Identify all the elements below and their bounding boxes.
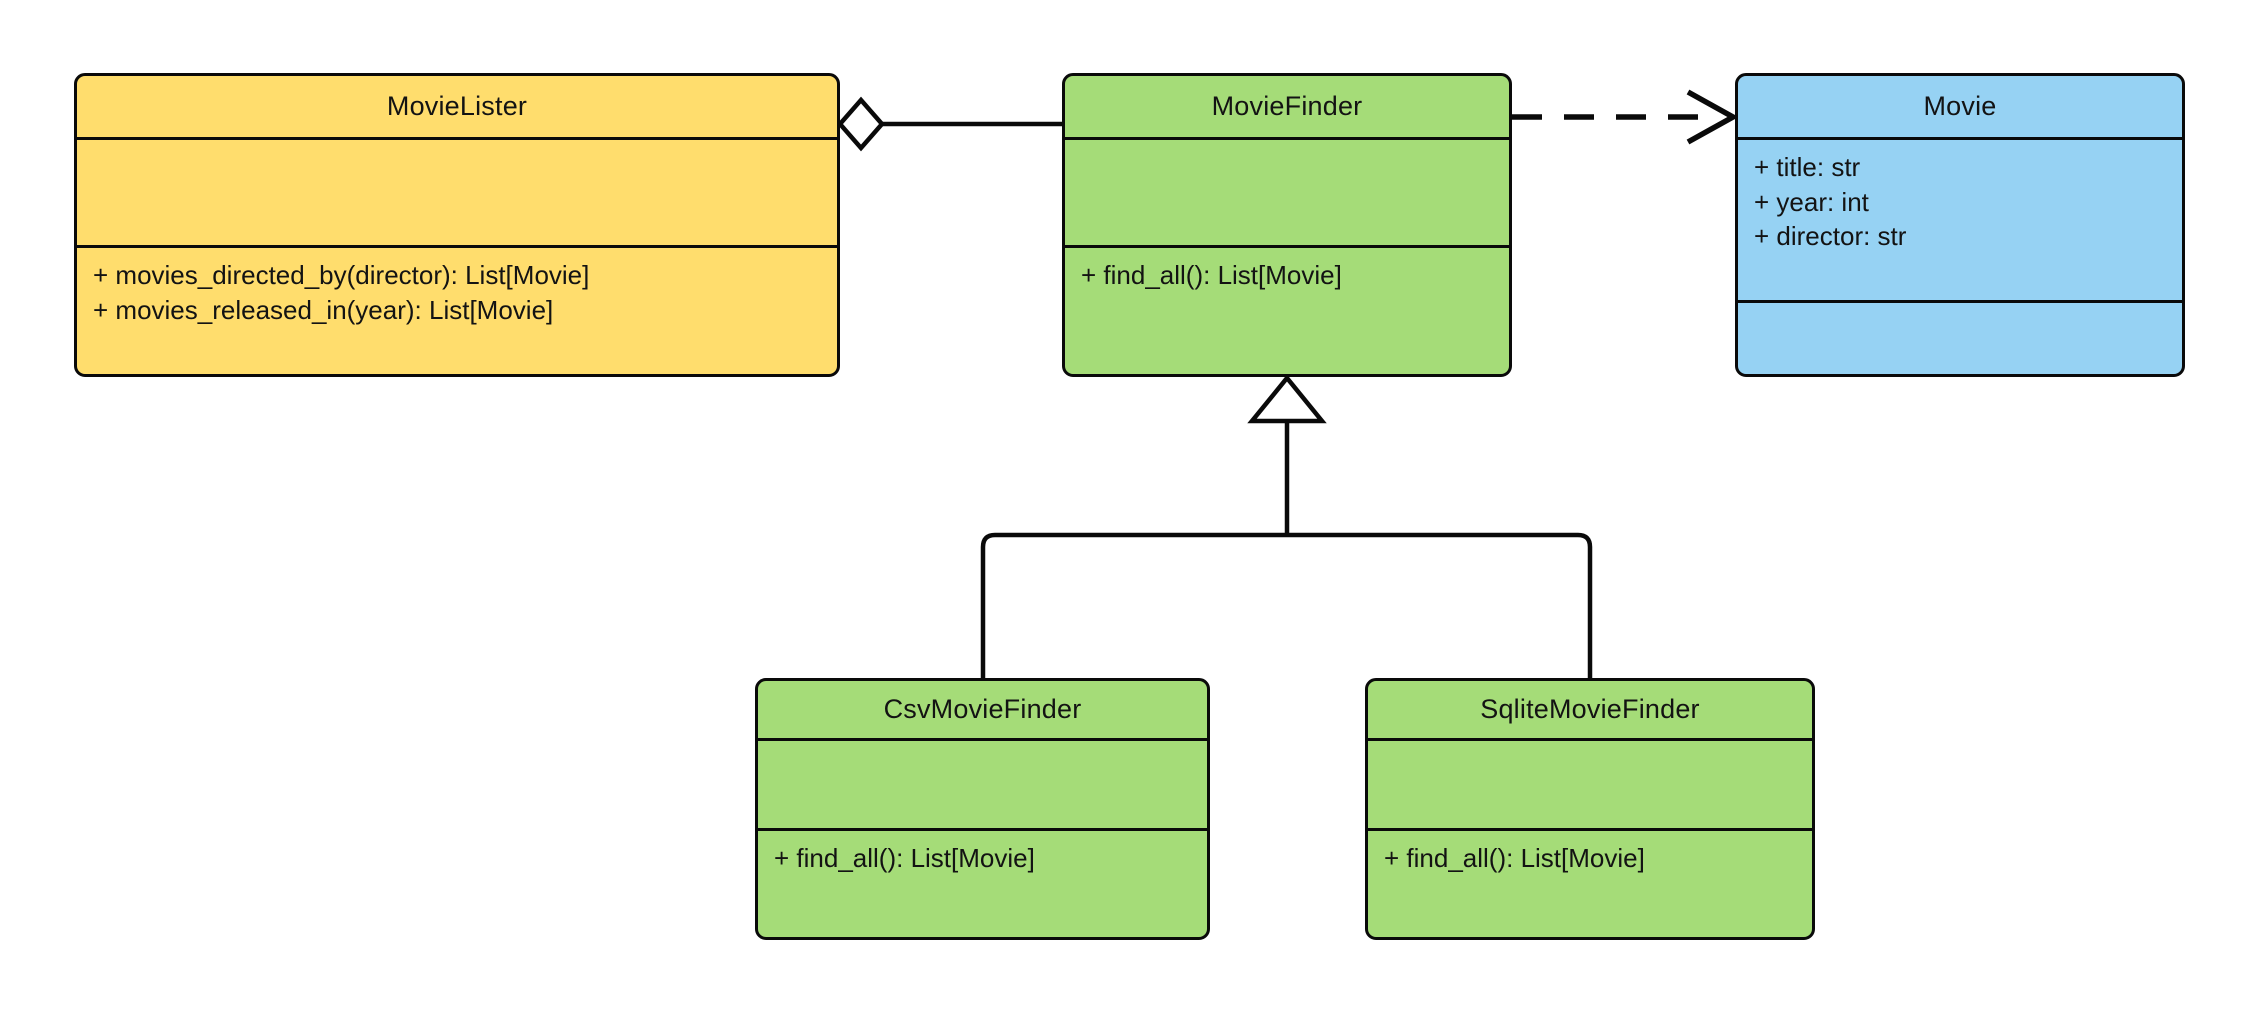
class-box-movie-lister[interactable]: MovieLister + movies_directed_by(directo… xyxy=(74,73,840,377)
attributes-compartment-movie-lister xyxy=(77,140,837,248)
attribute-item: + director: str xyxy=(1754,221,1907,252)
aggregation-edge-lister-finder[interactable] xyxy=(837,96,1062,152)
method-item: + find_all(): List[Movie] xyxy=(1384,843,1645,873)
attributes-compartment-csv-movie-finder xyxy=(758,741,1207,831)
class-name-csv-movie-finder: CsvMovieFinder xyxy=(758,681,1207,741)
method-item: + movies_directed_by(director): List[Mov… xyxy=(93,260,590,290)
methods-compartment-csv-movie-finder: + find_all(): List[Movie] xyxy=(758,831,1207,937)
class-box-csv-movie-finder[interactable]: CsvMovieFinder + find_all(): List[Movie] xyxy=(755,678,1210,940)
method-item: + find_all(): List[Movie] xyxy=(1081,260,1342,290)
dependency-edge-finder-movie[interactable] xyxy=(1512,89,1739,145)
class-name-movie-finder: MovieFinder xyxy=(1065,76,1509,140)
attributes-compartment-movie: + title: str + year: int + director: str xyxy=(1738,140,2182,303)
attributes-compartment-sqlite-movie-finder xyxy=(1368,741,1812,831)
methods-compartment-sqlite-movie-finder: + find_all(): List[Movie] xyxy=(1368,831,1812,937)
class-name-sqlite-movie-finder: SqliteMovieFinder xyxy=(1368,681,1812,741)
generalization-tree[interactable] xyxy=(980,374,1593,678)
class-name-movie: Movie xyxy=(1738,76,2182,140)
method-item: + find_all(): List[Movie] xyxy=(774,843,1035,873)
methods-compartment-movie-lister: + movies_directed_by(director): List[Mov… xyxy=(77,248,837,374)
class-box-sqlite-movie-finder[interactable]: SqliteMovieFinder + find_all(): List[Mov… xyxy=(1365,678,1815,940)
generalization-branch-csv xyxy=(980,532,1287,678)
open-arrow-icon xyxy=(1686,89,1739,145)
hollow-diamond-icon xyxy=(837,96,885,152)
methods-compartment-movie xyxy=(1738,303,2182,374)
class-box-movie-finder[interactable]: MovieFinder + find_all(): List[Movie] xyxy=(1062,73,1512,377)
method-item: + movies_released_in(year): List[Movie] xyxy=(93,294,554,325)
class-name-movie-lister: MovieLister xyxy=(77,76,837,140)
attributes-compartment-movie-finder xyxy=(1065,140,1509,248)
generalization-branch-sqlite xyxy=(1287,532,1593,678)
hollow-triangle-icon xyxy=(1247,374,1327,424)
class-box-movie[interactable]: Movie + title: str + year: int + directo… xyxy=(1735,73,2185,377)
attribute-item: + title: str xyxy=(1754,152,1861,182)
attribute-item: + year: int xyxy=(1754,186,1869,217)
methods-compartment-movie-finder: + find_all(): List[Movie] xyxy=(1065,248,1509,374)
